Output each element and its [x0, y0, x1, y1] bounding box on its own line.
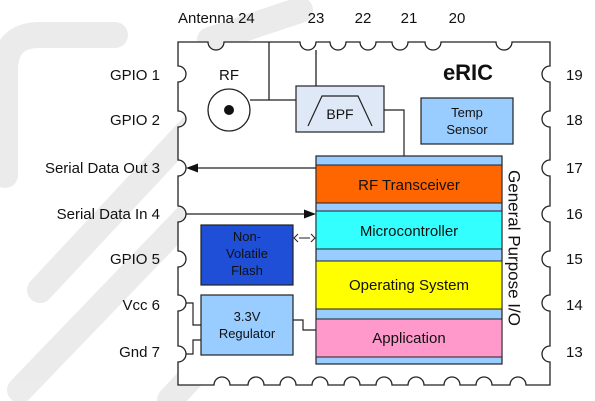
application-label: Application — [372, 330, 445, 347]
bpf-to-transceiver-wire — [384, 109, 405, 156]
pin-13-label: 13 — [566, 344, 583, 361]
pin-24-label: Antenna 24 — [178, 10, 255, 27]
flash-label-3: Flash — [231, 263, 263, 278]
pin-17-label: 17 — [566, 160, 583, 177]
pin-14-label: 14 — [566, 297, 583, 314]
flash-block — [200, 224, 294, 286]
bpf-block — [295, 85, 385, 133]
module-title: eRIC — [443, 60, 493, 85]
pin-1-label: GPIO 1 — [110, 67, 160, 84]
bpf-filter-symbol — [307, 95, 373, 127]
operating-system-label: Operating System — [349, 277, 469, 294]
bpf-label: BPF — [326, 106, 353, 122]
pin-5-label: GPIO 5 — [110, 251, 160, 268]
pin-3-label: Serial Data Out 3 — [45, 160, 160, 177]
pin-22-label: 22 — [355, 10, 372, 27]
serial-in-arrowhead — [304, 209, 316, 219]
temp-sensor-label-2: Sensor — [446, 122, 488, 137]
flash-label-2: Volatile — [226, 246, 268, 261]
temp-sensor-label-1: Temp — [451, 105, 483, 120]
regulator-output-wire — [293, 319, 316, 331]
regulator-block — [200, 294, 294, 356]
pin-21-label: 21 — [401, 10, 418, 27]
pin-4-label: Serial Data In 4 — [57, 206, 160, 223]
pin-15-label: 15 — [566, 251, 583, 268]
gnd-wire — [186, 339, 201, 355]
pin-20-label: 20 — [449, 10, 466, 27]
gpio-side-label: General Purpose I/O — [505, 170, 524, 326]
microcontroller-label: Microcontroller — [360, 223, 458, 240]
application-block — [315, 318, 503, 358]
serial-out-arrowhead — [186, 163, 198, 173]
pin-16-label: 16 — [566, 206, 583, 223]
flash-bus-arrow-left — [293, 233, 299, 243]
pin-2-label: GPIO 2 — [110, 112, 160, 129]
regulator-label-1: 3.3V — [234, 309, 261, 324]
pin-7-label: Gnd 7 — [119, 344, 160, 361]
pin-18-label: 18 — [566, 112, 583, 129]
rf-connector-center — [224, 105, 234, 115]
rf-transceiver-label: RF Transceiver — [358, 177, 460, 194]
pin-19-label: 19 — [566, 67, 583, 84]
operating-system-block — [315, 260, 503, 310]
temp-sensor-block — [420, 97, 514, 145]
microcontroller-block — [315, 210, 503, 250]
rf-transceiver-block — [315, 164, 503, 204]
pin-23-label: 23 — [308, 10, 325, 27]
regulator-label-2: Regulator — [219, 326, 276, 341]
rf-label: RF — [219, 67, 239, 84]
pin-6-label: Vcc 6 — [122, 297, 160, 314]
flash-label-1: Non- — [233, 229, 261, 244]
vcc-wire — [186, 302, 201, 326]
flash-bus-arrow-right — [310, 233, 316, 243]
